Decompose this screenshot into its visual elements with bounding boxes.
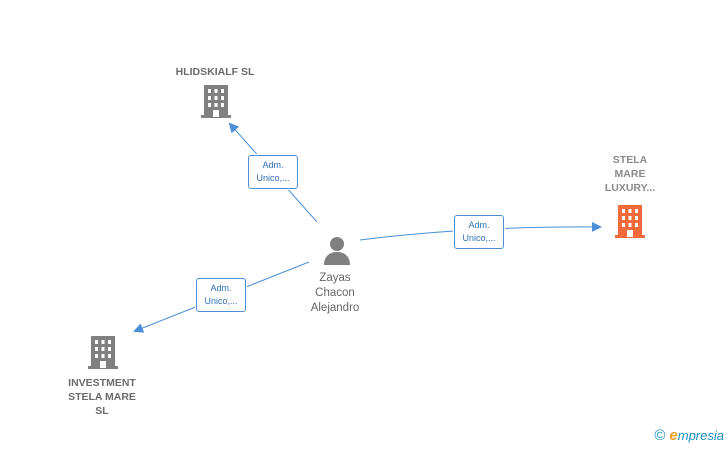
building-icon[interactable] [200, 84, 232, 118]
edge-label-to-hlidskialf[interactable]: Adm. Unico,... [248, 155, 298, 189]
edge-label-to-investment-stela-mare[interactable]: Adm. Unico,... [196, 278, 246, 312]
node-label-person[interactable]: Zayas Chacon Alejandro [310, 272, 360, 314]
building-icon[interactable] [87, 335, 119, 369]
node-label-hlidskialf[interactable]: HLIDSKIALF SL [175, 66, 255, 78]
edge-label-to-stela-mare-luxury[interactable]: Adm. Unico,... [454, 215, 504, 249]
empresia-logo: © empresia [654, 427, 724, 444]
node-label-stela-mare-luxury[interactable]: STELA MARE LUXURY... [604, 154, 656, 194]
person-icon[interactable] [322, 235, 352, 265]
brand-wordmark: empresia [669, 427, 724, 444]
building-icon[interactable] [614, 204, 646, 238]
node-label-investment-stela-mare[interactable]: INVESTMENT STELA MARE SL [68, 377, 136, 417]
copyright-symbol: © [654, 427, 666, 444]
